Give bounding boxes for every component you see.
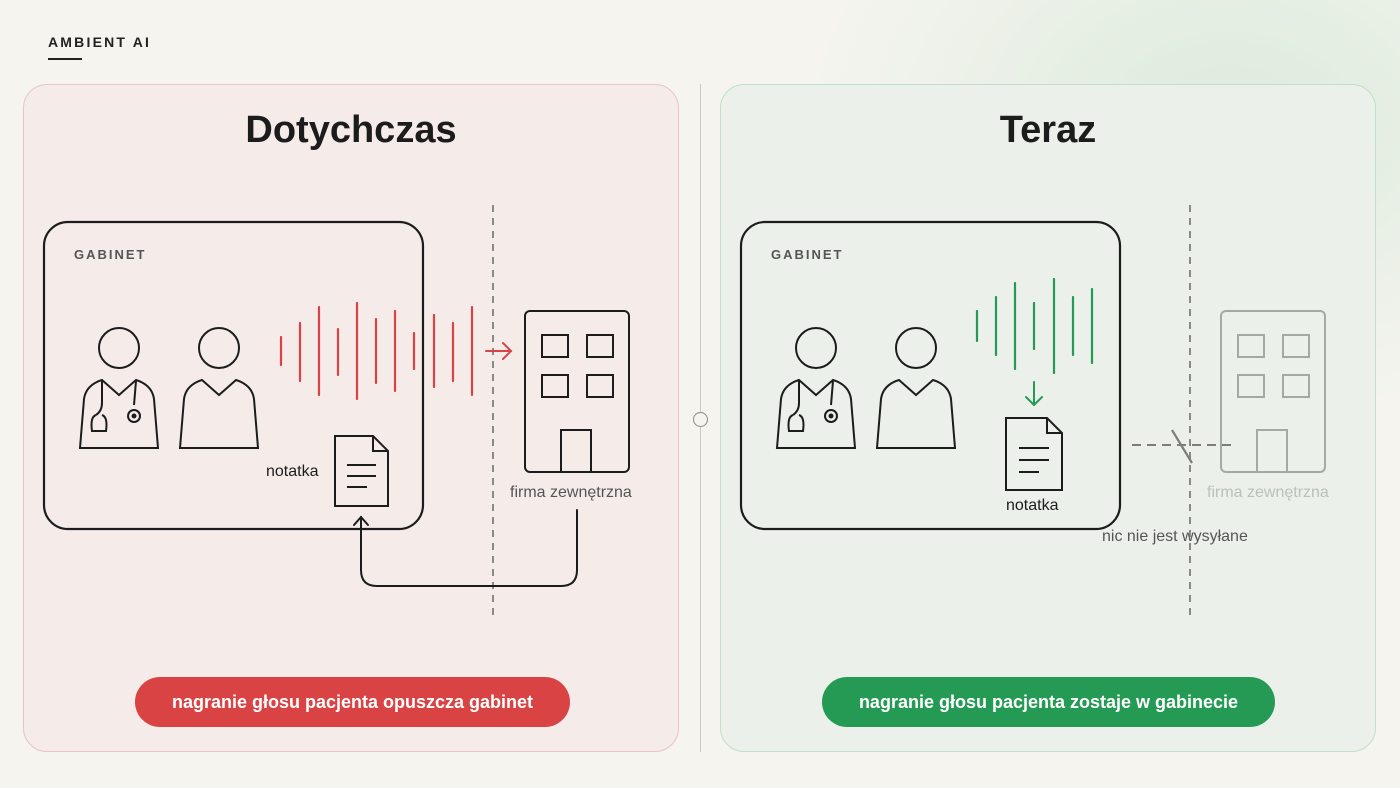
panel-before: Dotychczas <box>23 84 679 752</box>
doctor-icon <box>775 327 857 449</box>
brand-label: AMBIENT AI <box>48 34 152 50</box>
note-label-before: notatka <box>266 463 319 480</box>
sound-wave-icon <box>279 301 474 401</box>
diagram-now <box>739 205 1326 620</box>
pill-before: nagranie głosu pacjenta opuszcza gabinet <box>135 677 570 727</box>
pill-now: nagranie głosu pacjenta zostaje w gabine… <box>822 677 1275 727</box>
building-icon <box>524 310 630 473</box>
panel-now: Teraz <box>720 84 1376 752</box>
external-label-before: firma zewnętrzna <box>510 484 632 501</box>
external-label-now: firma zewnętrzna <box>1207 484 1329 501</box>
document-icon <box>334 435 389 507</box>
document-icon <box>1005 417 1063 491</box>
note-label-now: notatka <box>1006 497 1059 514</box>
panel-title-before: Dotychczas <box>245 109 457 151</box>
room-box <box>42 220 425 531</box>
room-box <box>739 220 1122 531</box>
patient-icon <box>178 327 260 449</box>
center-handle[interactable] <box>693 412 708 427</box>
room-label-now: GABINET <box>771 247 844 262</box>
blocked-label: nic nie jest wysyłane <box>1102 528 1248 545</box>
sound-wave-icon <box>975 277 1094 375</box>
patient-icon <box>875 327 957 449</box>
room-label-before: GABINET <box>74 247 147 262</box>
arrow-icon <box>1025 381 1043 407</box>
doctor-icon <box>78 327 160 449</box>
blocked-transfer <box>1132 429 1231 464</box>
arrow-icon <box>485 342 513 360</box>
diagram-before <box>42 205 630 620</box>
building-icon <box>1220 310 1326 473</box>
panel-title-now: Teraz <box>999 109 1097 151</box>
brand-underline <box>48 58 82 60</box>
return-arrow <box>353 509 578 587</box>
